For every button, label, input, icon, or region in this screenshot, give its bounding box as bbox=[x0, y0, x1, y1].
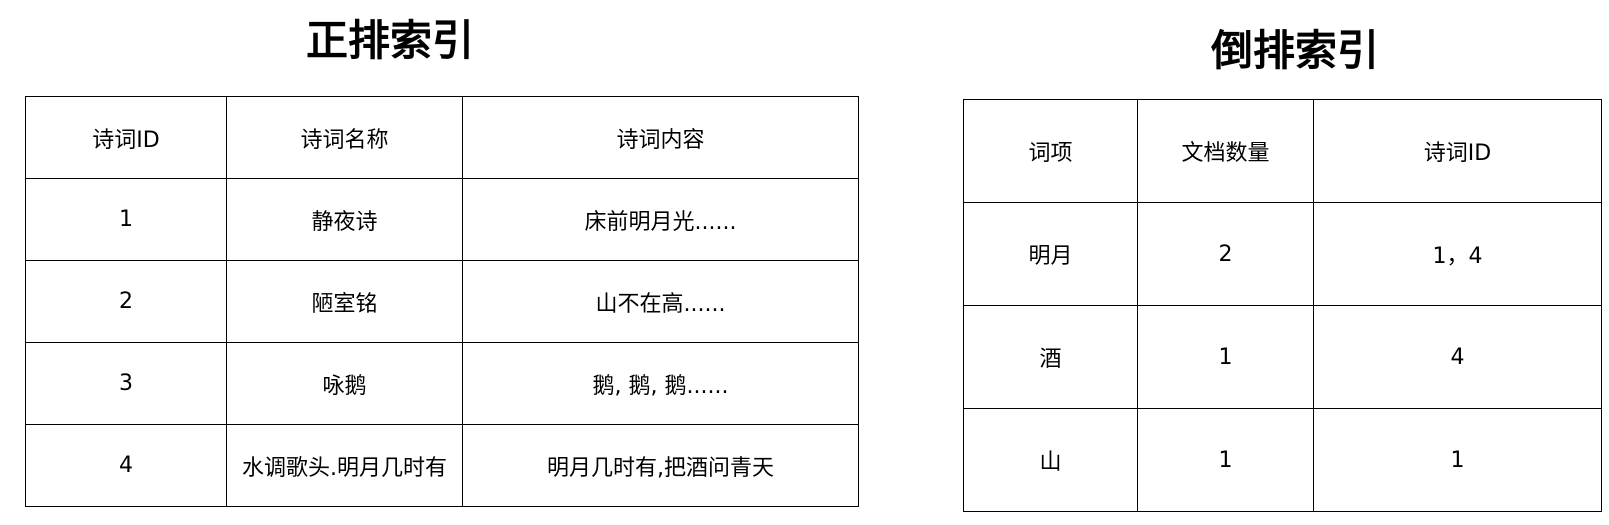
table-cell: 1 bbox=[25, 178, 227, 261]
column-header-poem-content: 诗词内容 bbox=[462, 96, 859, 179]
table-cell: 4 bbox=[25, 424, 227, 507]
table-cell: 酒 bbox=[963, 305, 1138, 409]
table-row: 山 1 1 bbox=[963, 408, 1602, 512]
table-cell: 床前明月光...... bbox=[462, 178, 859, 261]
table-row: 4 水调歌头.明月几时有 明月几时有,把酒问青天 bbox=[25, 424, 859, 507]
table-cell: 咏鹅 bbox=[226, 342, 463, 425]
table-cell: 4 bbox=[1313, 305, 1602, 409]
table-cell: 山 bbox=[963, 408, 1138, 512]
inverted-index-title: 倒排索引 bbox=[1210, 26, 1379, 75]
forward-index-title: 正排索引 bbox=[305, 16, 474, 65]
table-cell: 鹅, 鹅, 鹅...... bbox=[462, 342, 859, 425]
table-header-row: 词项 文档数量 诗词ID bbox=[963, 99, 1602, 203]
table-cell: 1 bbox=[1137, 408, 1314, 512]
table-cell: 明月几时有,把酒问青天 bbox=[462, 424, 859, 507]
table-row: 3 咏鹅 鹅, 鹅, 鹅...... bbox=[25, 342, 859, 425]
table-cell: 水调歌头.明月几时有 bbox=[226, 424, 463, 507]
forward-index-table: 诗词ID 诗词名称 诗词内容 1 静夜诗 床前明月光...... 2 陋室铭 山… bbox=[25, 96, 859, 507]
table-row: 明月 2 1，4 bbox=[963, 202, 1602, 306]
table-cell: 明月 bbox=[963, 202, 1138, 306]
table-row: 酒 1 4 bbox=[963, 305, 1602, 409]
table-row: 1 静夜诗 床前明月光...... bbox=[25, 178, 859, 261]
table-cell: 2 bbox=[1137, 202, 1314, 306]
column-header-doc-count: 文档数量 bbox=[1137, 99, 1314, 203]
table-cell: 1 bbox=[1137, 305, 1314, 409]
column-header-term: 词项 bbox=[963, 99, 1138, 203]
column-header-poem-id: 诗词ID bbox=[1313, 99, 1602, 203]
table-cell: 山不在高...... bbox=[462, 260, 859, 343]
column-header-poem-id: 诗词ID bbox=[25, 96, 227, 179]
table-cell: 3 bbox=[25, 342, 227, 425]
table-cell: 陋室铭 bbox=[226, 260, 463, 343]
table-cell: 1，4 bbox=[1313, 202, 1602, 306]
table-cell: 静夜诗 bbox=[226, 178, 463, 261]
inverted-index-table: 词项 文档数量 诗词ID 明月 2 1，4 酒 1 4 山 1 1 bbox=[963, 99, 1602, 512]
table-row: 2 陋室铭 山不在高...... bbox=[25, 260, 859, 343]
column-header-poem-name: 诗词名称 bbox=[226, 96, 463, 179]
table-cell: 1 bbox=[1313, 408, 1602, 512]
table-cell: 2 bbox=[25, 260, 227, 343]
table-header-row: 诗词ID 诗词名称 诗词内容 bbox=[25, 96, 859, 179]
